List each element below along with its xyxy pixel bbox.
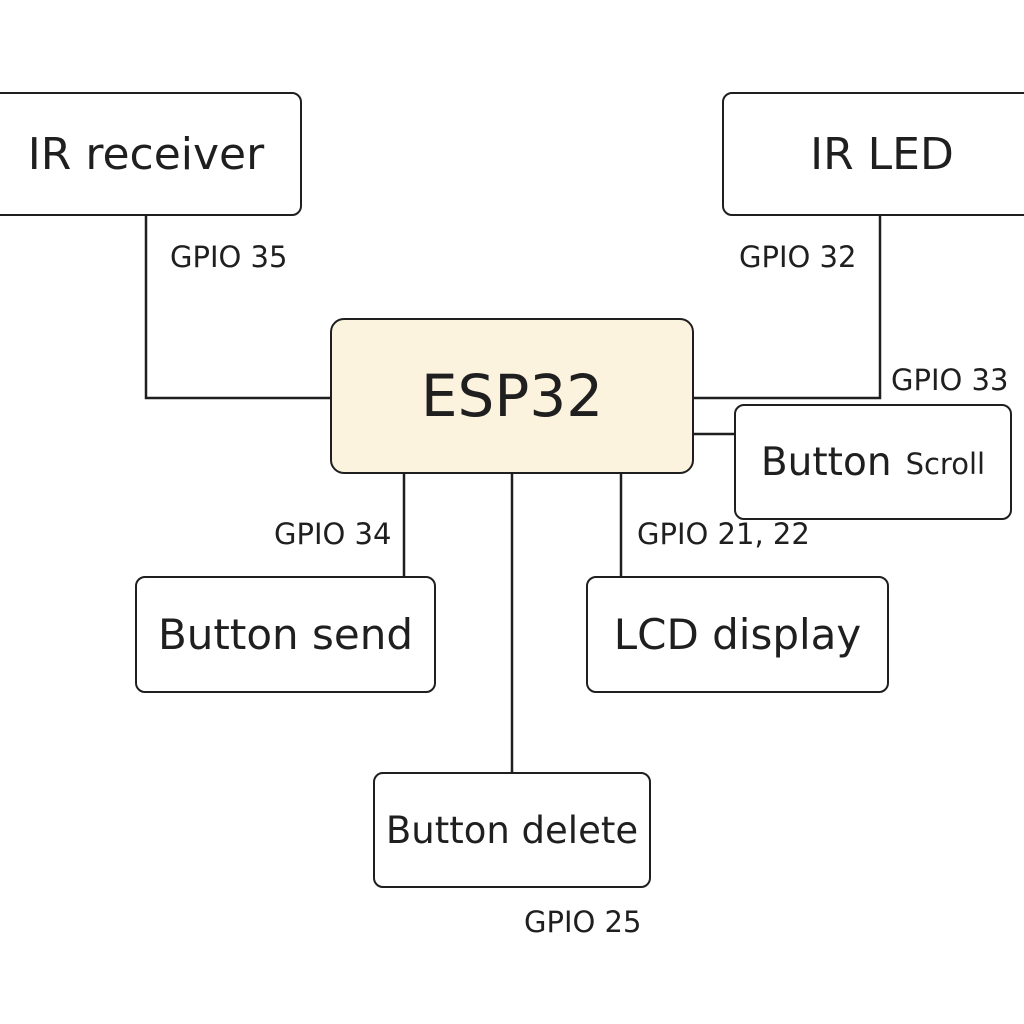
ir-receiver-node: IR receiver [0,92,302,216]
lcd-display-node: LCD display [586,576,889,693]
esp32-label: ESP32 [420,362,604,430]
button-scroll-sublabel: Scroll [905,447,986,481]
wire-ir-led [694,216,882,400]
pin-label-ir-led: GPIO 32 [739,240,857,274]
button-scroll-label: Button [760,439,892,485]
lcd-display-label: LCD display [613,610,862,659]
button-send-label: Button send [157,610,414,659]
ir-receiver-label: IR receiver [27,128,265,180]
button-scroll-node: Button Scroll [734,404,1012,520]
ir-led-node: IR LED [722,92,1024,216]
button-delete-node: Button delete [373,772,651,888]
ir-led-label: IR LED [810,128,954,180]
pin-label-button-scroll: GPIO 33 [891,363,1009,397]
button-send-node: Button send [135,576,436,693]
button-delete-label: Button delete [385,808,639,852]
esp32-node: ESP32 [330,318,694,474]
pin-label-button-delete: GPIO 25 [524,905,642,939]
pin-label-ir-receiver: GPIO 35 [170,240,288,274]
pin-label-button-send: GPIO 34 [274,517,392,551]
pin-label-lcd-display: GPIO 21, 22 [637,517,810,551]
wire-ir-receiver [144,216,330,400]
